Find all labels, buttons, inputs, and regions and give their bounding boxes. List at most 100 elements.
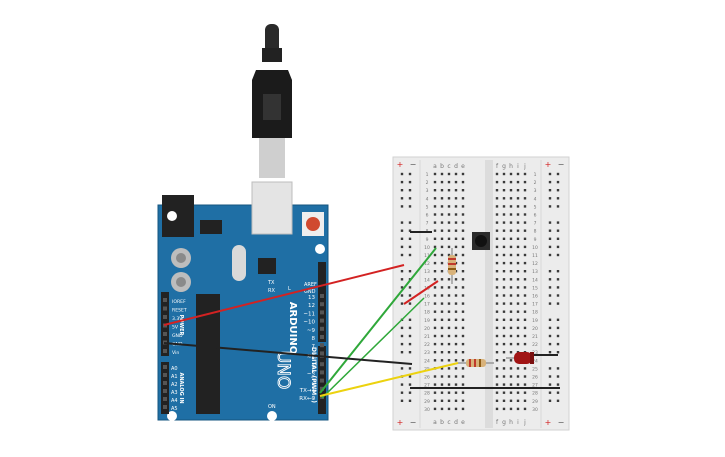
breadboard-hole bbox=[454, 391, 458, 394]
gnd-label: GND bbox=[304, 289, 316, 295]
rail-hole bbox=[400, 270, 404, 273]
black-wire-gnd bbox=[163, 342, 413, 365]
row-label: 13 bbox=[532, 269, 538, 275]
row-label: 10 bbox=[424, 245, 430, 251]
breadboard-hole bbox=[440, 189, 444, 192]
rail-hole bbox=[408, 270, 412, 273]
pushbutton[interactable] bbox=[472, 232, 490, 250]
breadboard-hole bbox=[509, 310, 513, 313]
digital-pin bbox=[320, 318, 324, 323]
breadboard-hole bbox=[447, 294, 451, 297]
breadboard-hole bbox=[433, 310, 437, 313]
column-label: j bbox=[523, 419, 526, 426]
power-pin-label: 5V bbox=[172, 325, 179, 331]
breadboard-hole bbox=[495, 334, 499, 338]
digital-pin-label: RX←0 bbox=[299, 396, 315, 402]
reset-button[interactable] bbox=[306, 217, 320, 231]
breadboard-hole bbox=[447, 180, 451, 184]
breadboard-hole bbox=[516, 278, 520, 281]
breadboard-hole bbox=[440, 351, 444, 354]
breadboard-hole bbox=[502, 213, 506, 216]
arduino-brand: ARDUINO bbox=[287, 302, 298, 354]
breadboard-hole bbox=[461, 221, 465, 224]
breadboard-hole bbox=[440, 310, 444, 313]
row-label: 6 bbox=[534, 213, 537, 219]
breadboard-hole bbox=[502, 286, 506, 289]
breadboard-hole bbox=[495, 278, 499, 281]
row-label: 1 bbox=[426, 172, 429, 178]
power-pin-label: GND bbox=[172, 333, 183, 339]
breadboard-hole bbox=[461, 213, 465, 216]
breadboard-hole bbox=[516, 334, 520, 338]
rail-hole bbox=[400, 189, 404, 192]
breadboard-hole bbox=[461, 359, 465, 362]
digital-pin-label: ~10 bbox=[303, 320, 315, 326]
breadboard-hole bbox=[495, 351, 499, 354]
breadboard-hole bbox=[447, 367, 451, 370]
rail-hole bbox=[408, 375, 412, 378]
breadboard-hole bbox=[461, 375, 465, 378]
breadboard-hole bbox=[440, 391, 444, 394]
breadboard-hole bbox=[461, 326, 465, 330]
rail-hole bbox=[556, 278, 560, 281]
breadboard-hole bbox=[440, 294, 444, 297]
breadboard-hole bbox=[440, 334, 444, 338]
breadboard-hole bbox=[433, 197, 437, 200]
breadboard-hole bbox=[440, 205, 444, 208]
breadboard-hole bbox=[502, 359, 506, 362]
row-label: 4 bbox=[426, 196, 429, 202]
rail-hole bbox=[408, 294, 412, 297]
row-label: 19 bbox=[424, 318, 430, 324]
breadboard-hole bbox=[433, 261, 437, 265]
breadboard-hole bbox=[454, 229, 458, 232]
breadboard-hole bbox=[502, 197, 506, 200]
analog-label: ANALOG IN bbox=[178, 372, 184, 403]
breadboard-hole bbox=[447, 383, 451, 386]
breadboard-hole bbox=[440, 213, 444, 216]
breadboard-hole bbox=[502, 270, 506, 273]
breadboard-hole bbox=[509, 221, 513, 224]
breadboard-hole bbox=[440, 399, 444, 402]
row-label: 5 bbox=[426, 204, 429, 210]
column-label: i bbox=[517, 163, 519, 170]
breadboard-hole bbox=[523, 407, 527, 411]
breadboard-hole bbox=[440, 245, 444, 249]
breadboard-hole bbox=[461, 342, 465, 346]
rail-label: + bbox=[397, 160, 404, 169]
breadboard-hole bbox=[523, 197, 527, 200]
rail-hole bbox=[556, 221, 560, 224]
breadboard-hole bbox=[461, 245, 465, 249]
breadboard-hole bbox=[523, 302, 527, 305]
breadboard-hole bbox=[461, 367, 465, 370]
breadboard-hole bbox=[502, 189, 506, 192]
breadboard-hole bbox=[440, 318, 444, 321]
breadboard-hole bbox=[454, 286, 458, 289]
breadboard-hole bbox=[516, 180, 520, 184]
breadboard-hole bbox=[447, 172, 451, 176]
breadboard-hole bbox=[461, 237, 465, 240]
breadboard-hole bbox=[509, 197, 513, 200]
aref-label: AREF bbox=[304, 282, 317, 288]
rail-hole bbox=[400, 302, 404, 305]
breadboard-hole bbox=[502, 375, 506, 378]
breadboard-hole bbox=[447, 237, 451, 240]
breadboard-hole bbox=[447, 375, 451, 378]
breadboard-hole bbox=[502, 407, 506, 411]
digital-pin-label: 4 bbox=[312, 363, 316, 369]
rail-hole bbox=[548, 286, 552, 289]
row-label: 24 bbox=[424, 358, 430, 364]
breadboard-hole bbox=[495, 229, 499, 232]
breadboard-hole bbox=[495, 326, 499, 330]
breadboard-hole bbox=[447, 189, 451, 192]
breadboard-hole bbox=[495, 391, 499, 394]
breadboard-hole bbox=[523, 221, 527, 224]
rail-hole bbox=[548, 399, 552, 402]
rail-hole bbox=[556, 253, 560, 257]
breadboard-hole bbox=[433, 213, 437, 216]
rail-hole bbox=[400, 351, 404, 354]
breadboard-hole bbox=[447, 245, 451, 249]
breadboard-hole bbox=[440, 229, 444, 232]
breadboard-hole bbox=[509, 407, 513, 411]
breadboard-hole bbox=[454, 367, 458, 370]
rail-hole bbox=[408, 367, 412, 370]
